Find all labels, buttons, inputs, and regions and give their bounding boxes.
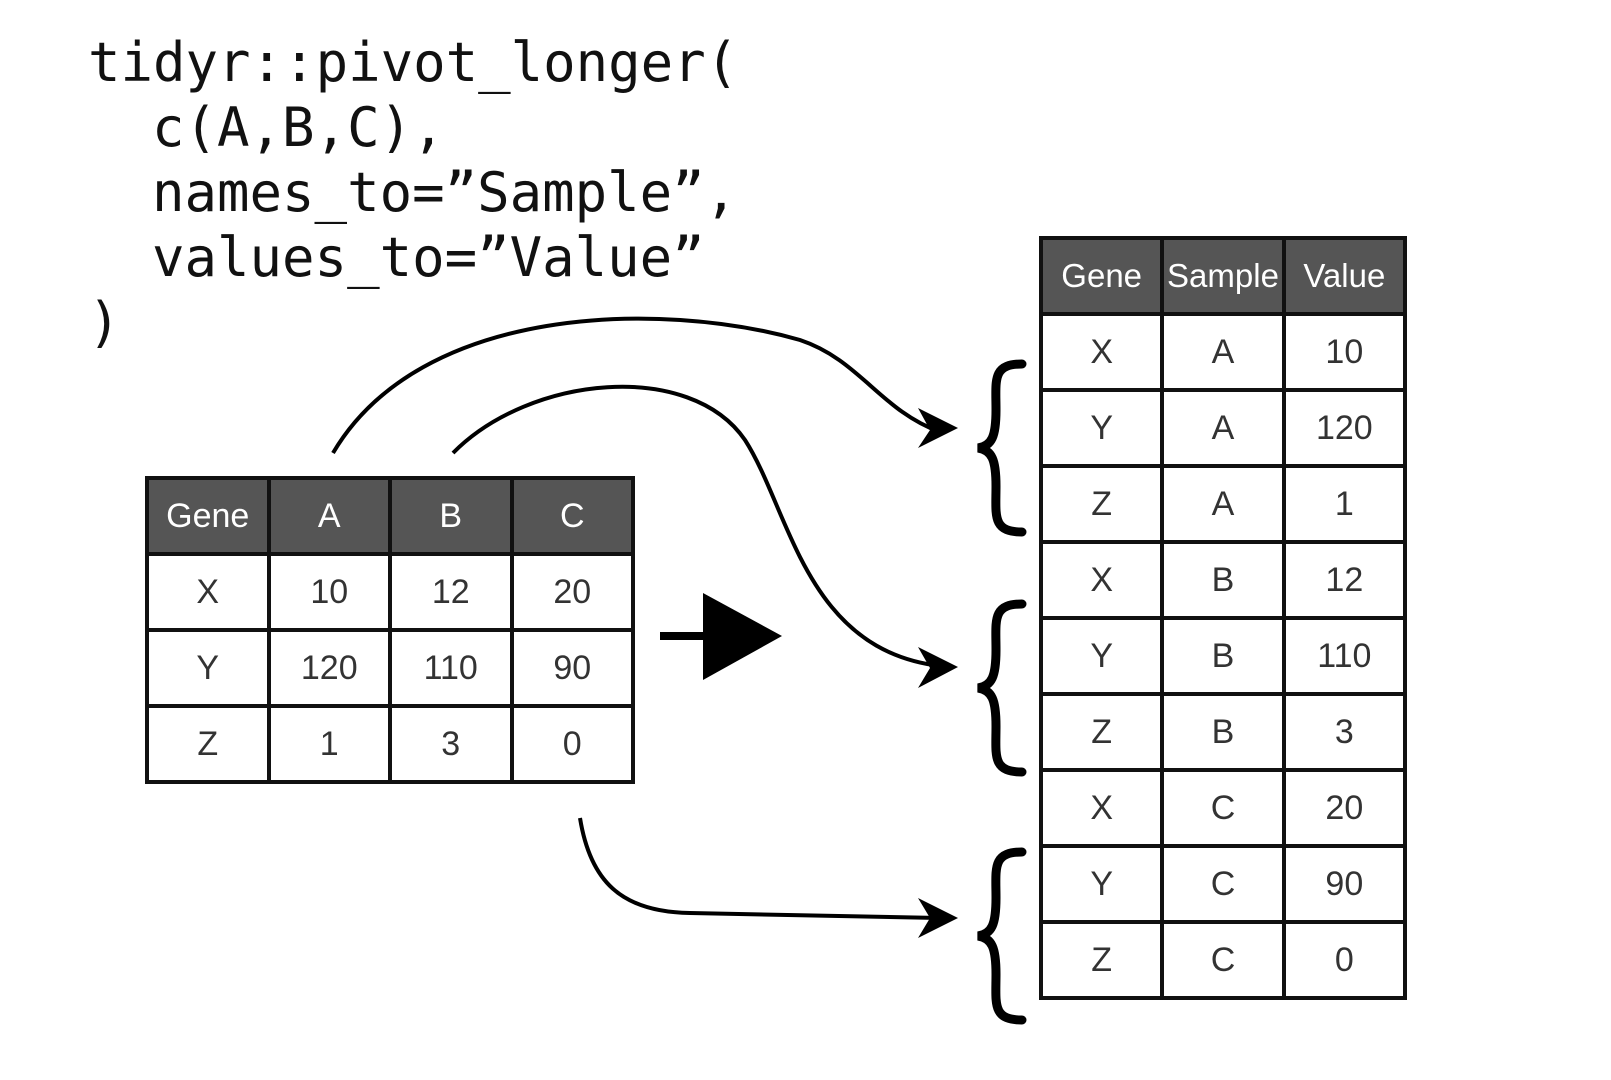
table-cell: C <box>1160 920 1286 1000</box>
table-cell: 3 <box>388 704 514 784</box>
table-cell: 90 <box>1281 844 1408 924</box>
table-cell: Y <box>1038 388 1165 468</box>
table-cell: B <box>1160 616 1286 696</box>
table-cell: A <box>1160 464 1286 544</box>
code-line-1: tidyr::pivot_longer( <box>88 31 739 94</box>
table-row: X A 10 <box>1038 312 1408 392</box>
long-header-sample: Sample <box>1160 236 1286 316</box>
table-cell: 1 <box>1281 464 1408 544</box>
table-cell: 120 <box>266 628 392 708</box>
table-cell: Z <box>1038 464 1165 544</box>
table-cell: Z <box>1038 920 1165 1000</box>
table-row: Y A 120 <box>1038 388 1408 468</box>
table-cell: Y <box>1038 844 1165 924</box>
table-cell: 1 <box>266 704 392 784</box>
table-cell: 110 <box>1281 616 1408 696</box>
code-line-2: c(A,B,C), <box>152 96 445 159</box>
wide-table: Gene A B C X 10 12 20 Y 120 110 90 Z 1 3… <box>145 476 635 784</box>
table-row: Y 120 110 90 <box>145 628 635 708</box>
code-line-5: ) <box>88 291 121 354</box>
curved-arrow-icon <box>578 817 958 938</box>
code-line-4: values_to=”Value” <box>152 226 705 289</box>
table-row: X B 12 <box>1038 540 1408 620</box>
table-cell: C <box>1160 768 1286 848</box>
wide-header-a: A <box>266 476 392 556</box>
table-cell: 3 <box>1281 692 1408 772</box>
curly-brace-icon <box>976 599 1027 777</box>
table-row: X C 20 <box>1038 768 1408 848</box>
table-cell: 90 <box>509 628 635 708</box>
code-line-3: names_to=”Sample”, <box>152 161 738 224</box>
table-cell: Z <box>145 704 271 784</box>
wide-header-c: C <box>509 476 635 556</box>
table-cell: C <box>1160 844 1286 924</box>
wide-header-b: B <box>388 476 514 556</box>
table-row: Z B 3 <box>1038 692 1408 772</box>
table-cell: 120 <box>1281 388 1408 468</box>
table-row: Z 1 3 0 <box>145 704 635 784</box>
table-cell: 10 <box>266 552 392 632</box>
long-table-header-row: Gene Sample Value <box>1038 236 1408 316</box>
table-cell: 0 <box>509 704 635 784</box>
long-table: Gene Sample Value X A 10 Y A 120 Z A 1 X… <box>1038 236 1408 1000</box>
table-cell: 12 <box>1281 540 1408 620</box>
table-cell: 10 <box>1281 312 1408 392</box>
long-header-gene: Gene <box>1038 236 1165 316</box>
table-cell: Y <box>1038 616 1165 696</box>
table-cell: B <box>1160 540 1286 620</box>
table-cell: X <box>1038 768 1165 848</box>
table-cell: Y <box>145 628 271 708</box>
table-cell: A <box>1160 388 1286 468</box>
table-cell: X <box>1038 540 1165 620</box>
table-cell: 12 <box>388 552 514 632</box>
table-cell: X <box>1038 312 1165 392</box>
table-row: Y B 110 <box>1038 616 1408 696</box>
table-cell: 20 <box>1281 768 1408 848</box>
table-row: X 10 12 20 <box>145 552 635 632</box>
right-arrow-icon <box>660 593 782 680</box>
wide-header-gene: Gene <box>145 476 271 556</box>
code-snippet: tidyr::pivot_longer(c(A,B,C),names_to=”S… <box>88 30 738 355</box>
table-cell: 20 <box>509 552 635 632</box>
curly-brace-icon <box>976 847 1027 1025</box>
table-cell: A <box>1160 312 1286 392</box>
table-cell: B <box>1160 692 1286 772</box>
table-row: Z C 0 <box>1038 920 1408 1000</box>
table-row: Y C 90 <box>1038 844 1408 924</box>
table-cell: 110 <box>388 628 514 708</box>
wide-table-header-row: Gene A B C <box>145 476 635 556</box>
table-cell: X <box>145 552 271 632</box>
curly-brace-icon <box>976 359 1027 537</box>
table-row: Z A 1 <box>1038 464 1408 544</box>
long-header-value: Value <box>1281 236 1408 316</box>
table-cell: Z <box>1038 692 1165 772</box>
table-cell: 0 <box>1281 920 1408 1000</box>
